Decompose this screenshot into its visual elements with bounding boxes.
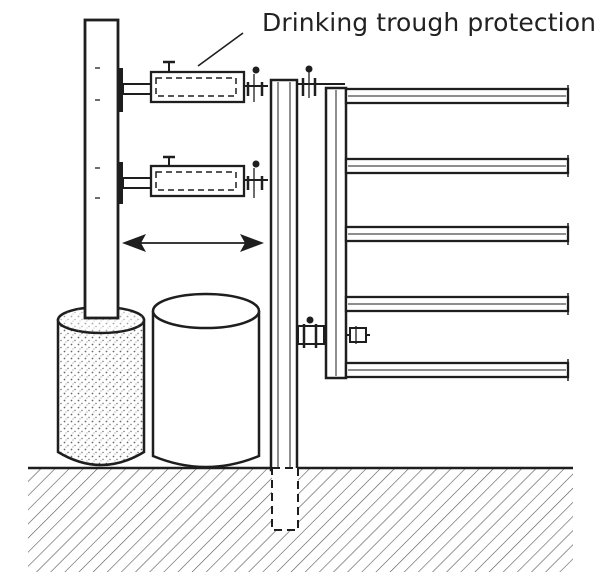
rail-4 xyxy=(344,293,570,315)
lower-clamp xyxy=(117,155,268,204)
upper-clamp xyxy=(117,60,268,112)
concrete-base xyxy=(56,305,146,467)
horizontal-rails xyxy=(344,85,570,381)
gate-post xyxy=(269,78,299,531)
rail-1 xyxy=(344,85,570,107)
lower-hinge xyxy=(297,316,370,348)
callout-label: Drinking trough protection xyxy=(262,8,597,37)
top-hinge xyxy=(298,65,322,98)
drinking-trough xyxy=(151,292,261,469)
rail-5 xyxy=(344,359,570,381)
ground xyxy=(28,466,573,572)
width-arrow xyxy=(122,234,264,252)
rail-2 xyxy=(344,155,570,177)
gate-panel xyxy=(324,86,348,380)
rail-3 xyxy=(344,223,570,245)
